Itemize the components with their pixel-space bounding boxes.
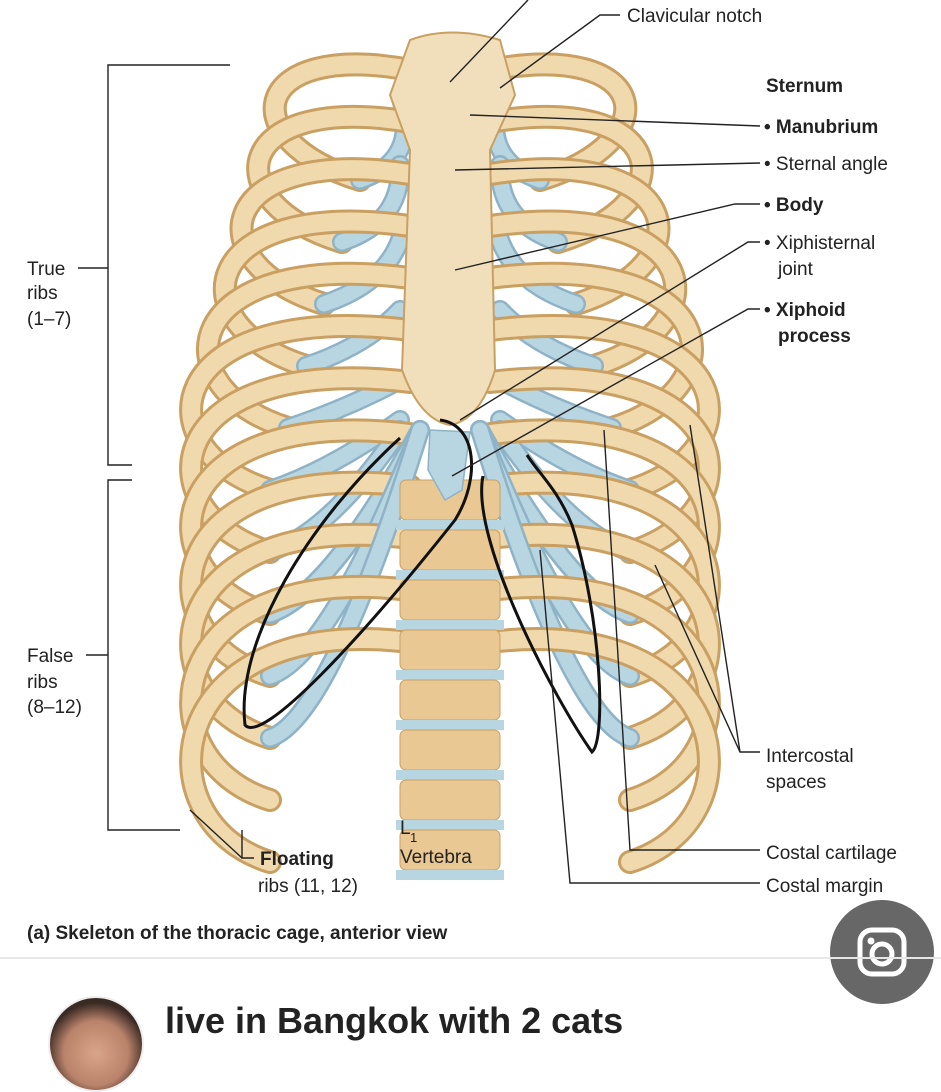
thoracic-cage-diagram: Clavicular notch Sternum • Manubrium • S…: [27, 0, 897, 944]
label-l1-sub: 1: [410, 830, 417, 845]
label-xiphisternal: • Xiphisternal: [764, 233, 875, 254]
label-xiphoid-process: process: [778, 326, 851, 347]
label-clavicular-notch: Clavicular notch: [627, 6, 762, 27]
intervertebral-disc: [396, 670, 504, 680]
intervertebral-disc: [396, 820, 504, 830]
label-true-ribs-range: (1–7): [27, 309, 71, 330]
intervertebral-disc: [396, 570, 504, 580]
vertebra: [399, 629, 501, 671]
visual-search-button[interactable]: [830, 900, 934, 1004]
hand-drawn-right-loop: [480, 454, 602, 755]
avatar[interactable]: [48, 996, 144, 1092]
vertebra: [399, 679, 501, 721]
label-sternal-angle: • Sternal angle: [764, 154, 888, 175]
rib: [182, 525, 419, 747]
intervertebral-disc: [396, 720, 504, 730]
vertebral-column: [396, 479, 504, 880]
figure-caption: (a) Skeleton of the thoracic cage, anter…: [27, 923, 447, 944]
label-true-ribs-2: ribs: [27, 283, 58, 304]
vertebra: [399, 779, 501, 821]
label-floating-ribs: Floating: [260, 849, 334, 870]
label-xiphisternal-joint: joint: [777, 259, 814, 280]
label-sternum: Sternum: [766, 76, 843, 97]
label-manubrium: • Manubrium: [764, 117, 878, 138]
label-false-ribs-range: (8–12): [27, 697, 82, 718]
intervertebral-disc: [396, 770, 504, 780]
camera-search-icon: [857, 927, 907, 977]
ribs: [179, 52, 721, 874]
label-floating-ribs-range: ribs (11, 12): [258, 876, 358, 897]
label-true-ribs: True: [27, 259, 65, 280]
label-false-ribs: False: [27, 646, 73, 667]
label-vertebra: Vertebra: [400, 847, 472, 868]
label-xiphoid: • Xiphoid: [764, 300, 846, 321]
label-l1: L: [400, 818, 411, 839]
rib: [182, 578, 419, 809]
rib: [481, 630, 718, 871]
label-costal-cartilage: Costal cartilage: [766, 843, 897, 864]
label-false-ribs-2: ribs: [27, 672, 58, 693]
intervertebral-disc: [396, 870, 504, 880]
rib: [481, 473, 718, 685]
vertebra: [399, 529, 501, 571]
vertebra: [399, 579, 501, 621]
rib: [481, 525, 718, 747]
vertebra: [399, 729, 501, 771]
post-author-title[interactable]: live in Bangkok with 2 cats: [165, 1000, 624, 1041]
rib: [182, 630, 419, 871]
sternum: [388, 31, 517, 427]
label-intercostal: Intercostal: [766, 746, 854, 767]
label-intercostal-spaces: spaces: [766, 772, 826, 793]
label-costal-margin: Costal margin: [766, 876, 883, 897]
leader-lines: [78, 0, 761, 884]
intervertebral-disc: [396, 620, 504, 630]
divider: [0, 957, 941, 959]
rib: [182, 473, 419, 685]
label-body: • Body: [764, 195, 824, 216]
hand-drawn-left-loop: [242, 418, 474, 729]
